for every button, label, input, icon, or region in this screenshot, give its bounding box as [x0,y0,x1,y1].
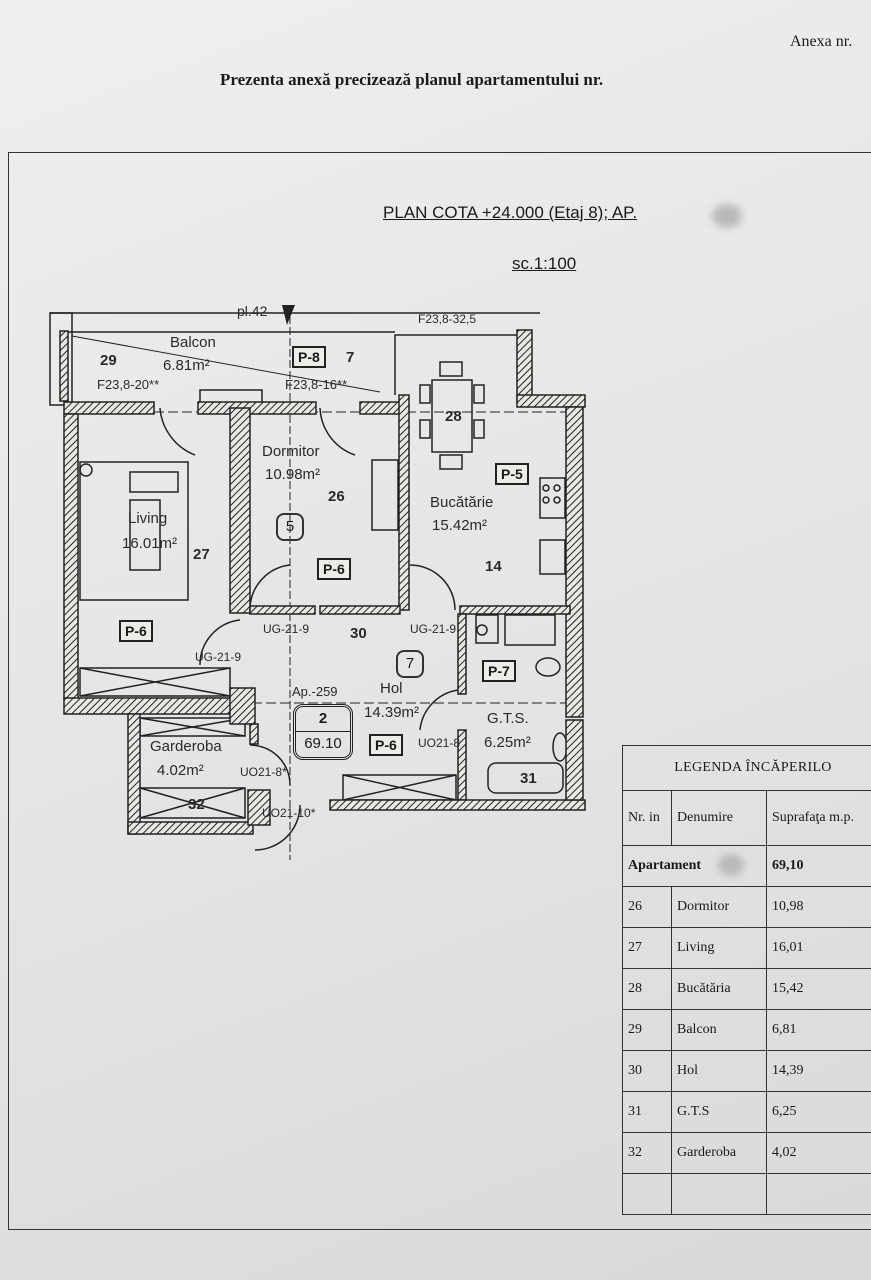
bucatarie-area: 15.42m² [432,517,488,534]
pl-label: pl.42 [237,303,268,319]
row-nr: 30 [622,1050,672,1092]
p5-badge: P-5 [495,463,529,485]
row-name: Hol [671,1050,767,1092]
hol-area: 14.39m² [364,704,420,721]
uo-label-2: UO21-8* [240,765,287,779]
ap-label: Ap.-259 [292,684,338,699]
balcon-area: 6.81m² [163,357,210,374]
p6-badge-dormitor: P-6 [317,558,351,580]
ug-label-1: UG-21-9 [263,622,310,636]
room-legend-table: LEGENDA ÎNCĂPERILO Nr. in Denumire Supra… [622,745,871,1215]
row-area: 14,39 [766,1050,871,1092]
legend-title: LEGENDA ÎNCĂPERILO [622,745,871,791]
dormitor-area: 10.98m² [265,466,321,483]
balcon-number: 29 [100,352,117,369]
gts-label: G.T.S. [487,710,529,727]
apartment-tag: 2 69.10 [293,704,353,760]
row-area: 15,42 [766,968,871,1010]
redaction-blur [718,854,744,876]
apartment-label: Apartament [628,858,702,873]
hol-label: Hol [380,680,403,697]
row-nr: 27 [622,927,672,969]
legend-header-row: Nr. in Denumire Suprafaţa m.p. [622,790,871,846]
row-nr: 31 [622,1091,672,1133]
row-nr: 28 [622,968,672,1010]
uo-label-3: UO21-10* [262,806,316,820]
row-area: 6,25 [766,1091,871,1133]
row-area: 6,81 [766,1009,871,1051]
plan-frame [8,152,871,1230]
hol-number: 30 [350,625,367,642]
row-area: 16,01 [766,927,871,969]
row-nr: 32 [622,1132,672,1174]
row-name: Dormitor [671,886,767,928]
empty-row [622,1173,871,1215]
apartment-area: 69,10 [766,845,871,887]
garderoba-label: Garderoba [150,738,222,755]
row-name: G.T.S [671,1091,767,1133]
ug-label-2: UG-21-9 [410,622,457,636]
row-name: Balcon [671,1009,767,1051]
row-area: 4,02 [766,1132,871,1174]
redaction-blur [712,204,742,228]
living-number: 27 [193,546,210,563]
p6-badge-living: P-6 [119,620,153,642]
row-nr: 29 [622,1009,672,1051]
garderoba-number: 32 [188,796,205,813]
dormitor-label: Dormitor [262,443,320,460]
col-nr-header: Nr. in [622,790,672,846]
gts-area: 6.25m² [484,734,531,751]
intro-text: Prezenta anexă precizează planul apartam… [220,70,604,89]
bucatarie-label: Bucătărie [430,494,494,511]
living-area: 16.01m² [122,535,178,552]
balcon-label: Balcon [170,334,216,351]
row-name: Living [671,927,767,969]
circle-7: 7 [396,650,424,678]
circle-5: 5 [276,513,304,541]
apartment-row: Apartament 69,10 [622,845,871,887]
ug-label-3: UG-21-9 [195,650,242,664]
row-area: 10,98 [766,886,871,928]
apartment-tag-number: 2 [296,707,350,732]
apartment-label-cell: Apartament [622,845,767,887]
f-mid-label: F23,8-16** [285,377,348,392]
gts-number: 31 [520,770,537,787]
row-name: Garderoba [671,1132,767,1174]
fourteen-label: 14 [485,558,502,575]
row-nr: 26 [622,886,672,928]
dormitor-number: 26 [328,488,345,505]
plan-title: PLAN COTA +24.000 (Etaj 8); AP. [383,203,638,222]
annex-number: Anexa nr. [790,33,853,50]
col-name-header: Denumire [671,790,767,846]
p6-badge-hol: P-6 [369,734,403,756]
row-name: Bucătăria [671,968,767,1010]
seven-label: 7 [346,349,355,366]
uo-label-1: UO21-8 [418,736,461,750]
apartment-tag-area: 69.10 [304,735,342,752]
garderoba-area: 4.02m² [157,762,204,779]
living-label: Living [128,510,168,527]
plan-scale: sc.1:100 [512,254,577,273]
p8-badge: P-8 [292,346,326,368]
p7-badge: P-7 [482,660,516,682]
f-left-label: F23,8-20** [97,377,160,392]
bucatarie-number: 28 [445,408,462,425]
col-area-header: Suprafaţa m.p. [766,790,871,846]
f-top-label: F23,8-32,5 [418,312,477,326]
